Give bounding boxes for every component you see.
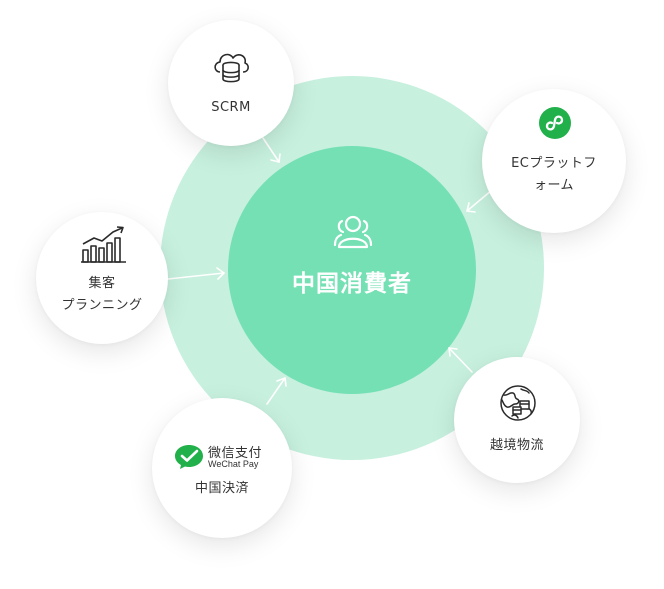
logistics-label: 越境物流 bbox=[489, 438, 544, 453]
mini-program-icon bbox=[539, 107, 571, 139]
users-icon bbox=[333, 215, 373, 249]
wechat-pay-logo: 微信支付 WeChat Pay bbox=[174, 442, 274, 474]
center-label: 中国消費者 bbox=[292, 271, 412, 297]
node-scrm: SCRM bbox=[168, 20, 294, 146]
arrow-payment bbox=[266, 377, 287, 405]
ec-label-line2: ォーム bbox=[533, 178, 575, 193]
scrm-label: SCRM bbox=[211, 100, 251, 115]
node-payment: 微信支付 WeChat Pay 中国決済 bbox=[152, 398, 292, 538]
planning-label-line2: プランニング bbox=[61, 298, 143, 313]
node-logistics: 越境物流 bbox=[454, 357, 580, 483]
wechat-pay-icon bbox=[175, 445, 203, 469]
cloud-database-icon bbox=[214, 53, 249, 83]
arrow-ec bbox=[466, 189, 493, 213]
planning-label-line1: 集客 bbox=[88, 276, 116, 291]
wechat-pay-logo-en: WeChat Pay bbox=[208, 459, 259, 469]
wechat-pay-logo-cn: 微信支付 bbox=[208, 446, 263, 461]
arrow-planning bbox=[167, 267, 225, 280]
arrow-logistics bbox=[448, 347, 473, 373]
center-circle: 中国消費者 bbox=[228, 146, 476, 394]
node-planning: 集客 プランニング bbox=[36, 212, 168, 344]
ec-label-line1: ECプラットフ bbox=[511, 156, 597, 171]
node-ec-platform: ECプラットフ ォーム bbox=[482, 89, 626, 233]
growth-chart-icon bbox=[81, 226, 126, 263]
globe-shipping-icon bbox=[500, 385, 536, 421]
arrow-scrm bbox=[262, 137, 281, 163]
payment-label: 中国決済 bbox=[194, 481, 249, 496]
